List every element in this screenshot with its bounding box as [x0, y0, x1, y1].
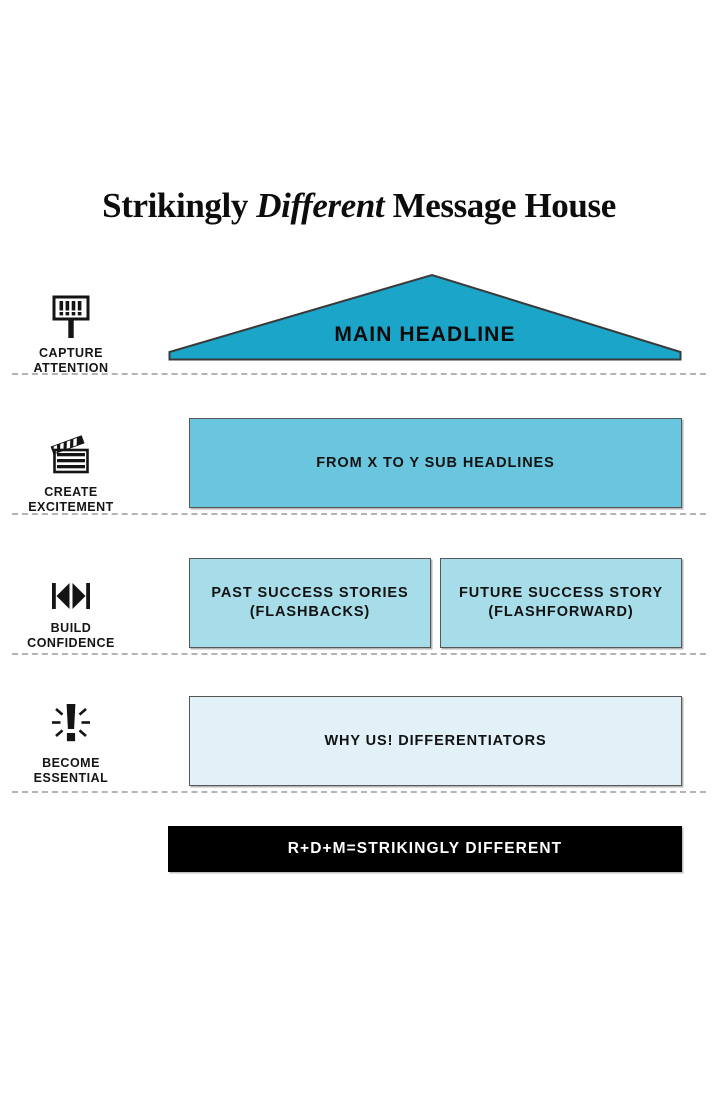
block-text: FROM X TO Y SUB HEADLINES: [316, 454, 555, 471]
billboard-exclamations-icon: [8, 295, 134, 339]
page-title-emphasis: Different: [256, 186, 385, 225]
rewind-forward-icon: [8, 570, 134, 614]
page-title-part2: Message House: [384, 186, 617, 225]
page-title: Strikingly Different Message House: [0, 186, 718, 226]
page-title-part1: Strikingly: [102, 186, 257, 225]
stage-label: BUILD CONFIDENCE: [27, 621, 115, 650]
block-sub-headlines[interactable]: FROM X TO Y SUB HEADLINES: [189, 418, 682, 508]
block-main-headline[interactable]: MAIN HEADLINE: [168, 273, 682, 361]
clapperboard-icon: [8, 434, 134, 478]
footer-text: R+D+M=STRIKINGLY DIFFERENT: [287, 840, 563, 857]
divider-3: [12, 653, 706, 655]
block-future-success-story[interactable]: FUTURE SUCCESS STORY (FLASHFORWARD): [440, 558, 682, 648]
divider-1: [12, 373, 706, 375]
divider-2: [12, 513, 706, 515]
block-text: PAST SUCCESS STORIES (FLASHBACKS): [211, 585, 409, 620]
exclamation-burst-icon: [8, 704, 134, 749]
block-text: FUTURE SUCCESS STORY (FLASHFORWARD): [458, 585, 664, 620]
block-past-success-stories[interactable]: PAST SUCCESS STORIES (FLASHBACKS): [189, 558, 431, 648]
stage-label: BECOME ESSENTIAL: [33, 756, 109, 785]
stage-label: CREATE EXCITEMENT: [28, 485, 114, 514]
stage-become-essential: BECOME ESSENTIAL: [8, 704, 134, 785]
divider-4: [12, 791, 706, 793]
stage-label: CAPTURE ATTENTION: [33, 346, 109, 375]
stage-create-excitement: CREATE EXCITEMENT: [8, 434, 134, 514]
stage-build-confidence: BUILD CONFIDENCE: [8, 570, 134, 650]
block-text: MAIN HEADLINE: [334, 323, 516, 346]
block-text: WHY US! DIFFERENTIATORS: [324, 732, 547, 749]
stage-capture-attention: CAPTURE ATTENTION: [8, 295, 134, 375]
block-why-us-differentiators[interactable]: WHY US! DIFFERENTIATORS: [189, 696, 682, 786]
footer-bar[interactable]: R+D+M=STRIKINGLY DIFFERENT: [168, 826, 682, 872]
